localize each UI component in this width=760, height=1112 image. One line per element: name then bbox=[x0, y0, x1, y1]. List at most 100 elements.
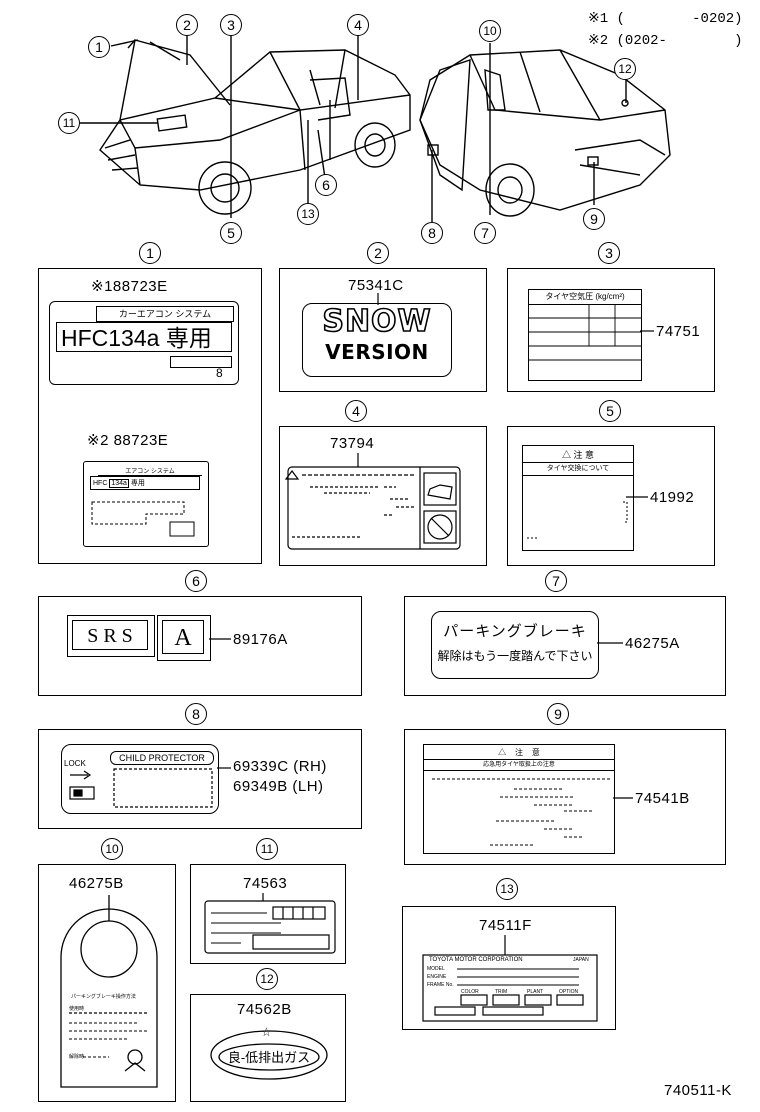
label-6-panel: S R S A 89176A bbox=[38, 596, 362, 696]
label-3-number: 3 bbox=[598, 242, 620, 264]
srs-text: S R S bbox=[72, 620, 148, 650]
door-hanger-line3: 解除時 bbox=[69, 1054, 85, 1060]
label-1-part-a: ※188723E bbox=[91, 278, 168, 295]
tire-pressure-grid bbox=[529, 304, 641, 361]
callout-10: 10 bbox=[479, 20, 501, 42]
label-2-panel: 75341C SNOW VERSION bbox=[279, 268, 487, 392]
callout-6: 6 bbox=[315, 174, 337, 196]
hfc-small-row: HFC 134a 専用 bbox=[90, 476, 200, 490]
label-13-panel: 74511F TOYOTA MOTOR CORPORATION JAPAN MO… bbox=[402, 906, 616, 1030]
label-11-drawing bbox=[204, 893, 336, 954]
snow-text: SNOW bbox=[322, 303, 432, 340]
srs-a-label: A bbox=[157, 615, 211, 661]
label-7-part: 46275A bbox=[625, 635, 680, 652]
legend-note-2: ※2 (0202- ) bbox=[588, 33, 743, 49]
rear-car-body bbox=[419, 49, 671, 211]
label-8-number: 8 bbox=[185, 703, 207, 725]
parking-brake-line1: パーキングブレーキ bbox=[443, 623, 587, 640]
vin-maker: TOYOTA MOTOR CORPORATION bbox=[429, 957, 523, 963]
vin-country: JAPAN bbox=[573, 957, 589, 963]
callout-8: 8 bbox=[421, 222, 443, 244]
hfc-header: カーエアコン システム bbox=[96, 306, 234, 322]
hfc-label-large: カーエアコン システム HFC134a 専用 8 bbox=[49, 301, 239, 385]
door-hanger-line2: 使用時 bbox=[69, 1006, 85, 1012]
label-8-leader bbox=[217, 767, 231, 769]
callout-7: 7 bbox=[474, 222, 496, 244]
label-3-panel: タイヤ空気圧 (kg/cm²) 74751 bbox=[507, 268, 715, 392]
label-5-leader bbox=[626, 496, 648, 498]
label-4-number: 4 bbox=[345, 400, 367, 422]
vin-plant: PLANT bbox=[527, 989, 544, 995]
tire-change-caution-label: △ 注 意 タイヤ交換について bbox=[522, 445, 634, 551]
tire-pressure-header: タイヤ空気圧 (kg/cm²) bbox=[529, 290, 641, 305]
vehicle-illustration bbox=[80, 26, 671, 222]
caution-dashes bbox=[527, 501, 628, 539]
snow-version-label: SNOW VERSION bbox=[302, 303, 452, 377]
label-7-panel: パーキングブレーキ 解除はもう一度踏んで下さい 46275A bbox=[404, 596, 726, 696]
callout-2: 2 bbox=[176, 14, 198, 36]
caution-title: △ 注 意 bbox=[561, 450, 594, 460]
legend-note-1: ※1 ( -0202) bbox=[588, 11, 743, 27]
caution-subtitle: タイヤ交換について bbox=[523, 462, 633, 476]
srs-a-text: A bbox=[162, 620, 204, 654]
hfc-small-dashes bbox=[91, 501, 195, 537]
label-11-part: 74563 bbox=[243, 875, 288, 892]
label-9-panel: △ 注 意 応急用タイヤ取扱上の注意 74541B bbox=[404, 729, 726, 865]
hfc-small-use: 専用 bbox=[130, 480, 145, 487]
label-12-number: 12 bbox=[256, 968, 278, 990]
label-1-part-b: ※2 88723E bbox=[87, 432, 169, 449]
label-8-part-lh: 69349B (LH) bbox=[233, 778, 324, 795]
child-protector-header: CHILD PROTECTOR bbox=[110, 751, 214, 765]
label-8-part-rh: 69339C (RH) bbox=[233, 758, 327, 775]
hfc-big-text: HFC134a 専用 bbox=[56, 322, 232, 352]
hfc-small-header: エアコン システム bbox=[98, 466, 202, 476]
figure-id: 740511-K bbox=[664, 1082, 732, 1099]
callout-11: 11 bbox=[58, 112, 80, 134]
hfc-small-box: 134a bbox=[109, 479, 129, 488]
label-9-part: 74541B bbox=[635, 790, 690, 807]
hfc-corner-number: 8 bbox=[216, 366, 223, 380]
label-5-panel: △ 注 意 タイヤ交換について 41992 bbox=[507, 426, 715, 566]
door-hanger-drawing bbox=[60, 895, 158, 1088]
label-2-number: 2 bbox=[367, 242, 389, 264]
label-6-leader bbox=[209, 638, 231, 640]
callout-13: 13 bbox=[297, 203, 319, 225]
front-car-body bbox=[99, 49, 411, 191]
label-8-panel: LOCK CHILD PROTECTOR 69339C (RH) 69349B … bbox=[38, 729, 362, 829]
vin-plate-drawing bbox=[422, 935, 598, 1022]
label-4-panel: 73794 bbox=[279, 426, 487, 566]
vin-model: MODEL bbox=[427, 966, 445, 972]
label-13-part: 74511F bbox=[479, 917, 532, 934]
label-6-part: 89176A bbox=[233, 631, 288, 648]
tire-pressure-label: タイヤ空気圧 (kg/cm²) bbox=[528, 289, 642, 381]
label-4-drawing bbox=[284, 453, 461, 550]
child-lock-text: LOCK bbox=[64, 759, 86, 768]
label-10-panel: 46275B パーキングブレーキ操作方法 使用時 解除時 bbox=[38, 864, 176, 1102]
srs-label: S R S bbox=[67, 615, 155, 657]
label-1-number: 1 bbox=[139, 242, 161, 264]
rear-car-wheel bbox=[485, 163, 535, 217]
label-10-number: 10 bbox=[101, 838, 123, 860]
label-4-part: 73794 bbox=[330, 435, 375, 452]
callout-1: 1 bbox=[88, 36, 110, 58]
label-5-part: 41992 bbox=[650, 489, 695, 506]
version-text: VERSION bbox=[325, 340, 429, 364]
label-1-panel: ※188723E カーエアコン システム HFC134a 専用 8 ※2 887… bbox=[38, 268, 262, 564]
vin-trim: TRIM bbox=[495, 989, 508, 995]
parking-brake-label: パーキングブレーキ 解除はもう一度踏んで下さい bbox=[431, 611, 599, 679]
label-12-panel: 74562B ☆ 良-低排出ガス bbox=[190, 994, 346, 1102]
label-12-part: 74562B bbox=[237, 1001, 292, 1018]
label-3-leader bbox=[640, 330, 654, 332]
parking-brake-line2: 解除はもう一度踏んで下さい bbox=[437, 649, 593, 663]
label-11-number: 11 bbox=[256, 838, 278, 860]
door-hanger-line1: パーキングブレーキ操作方法 bbox=[71, 994, 136, 1000]
low-emission-text: 良-低排出ガス bbox=[227, 1050, 311, 1065]
hfc-box bbox=[170, 356, 232, 368]
vin-engine: ENGINE bbox=[427, 974, 447, 980]
star-icon: ☆ bbox=[261, 1025, 272, 1039]
hfc-small-hfc: HFC bbox=[93, 480, 108, 487]
open-door bbox=[419, 59, 471, 192]
label-10-part: 46275B bbox=[69, 875, 124, 892]
front-wheel bbox=[198, 161, 252, 215]
callout-5: 5 bbox=[220, 222, 242, 244]
